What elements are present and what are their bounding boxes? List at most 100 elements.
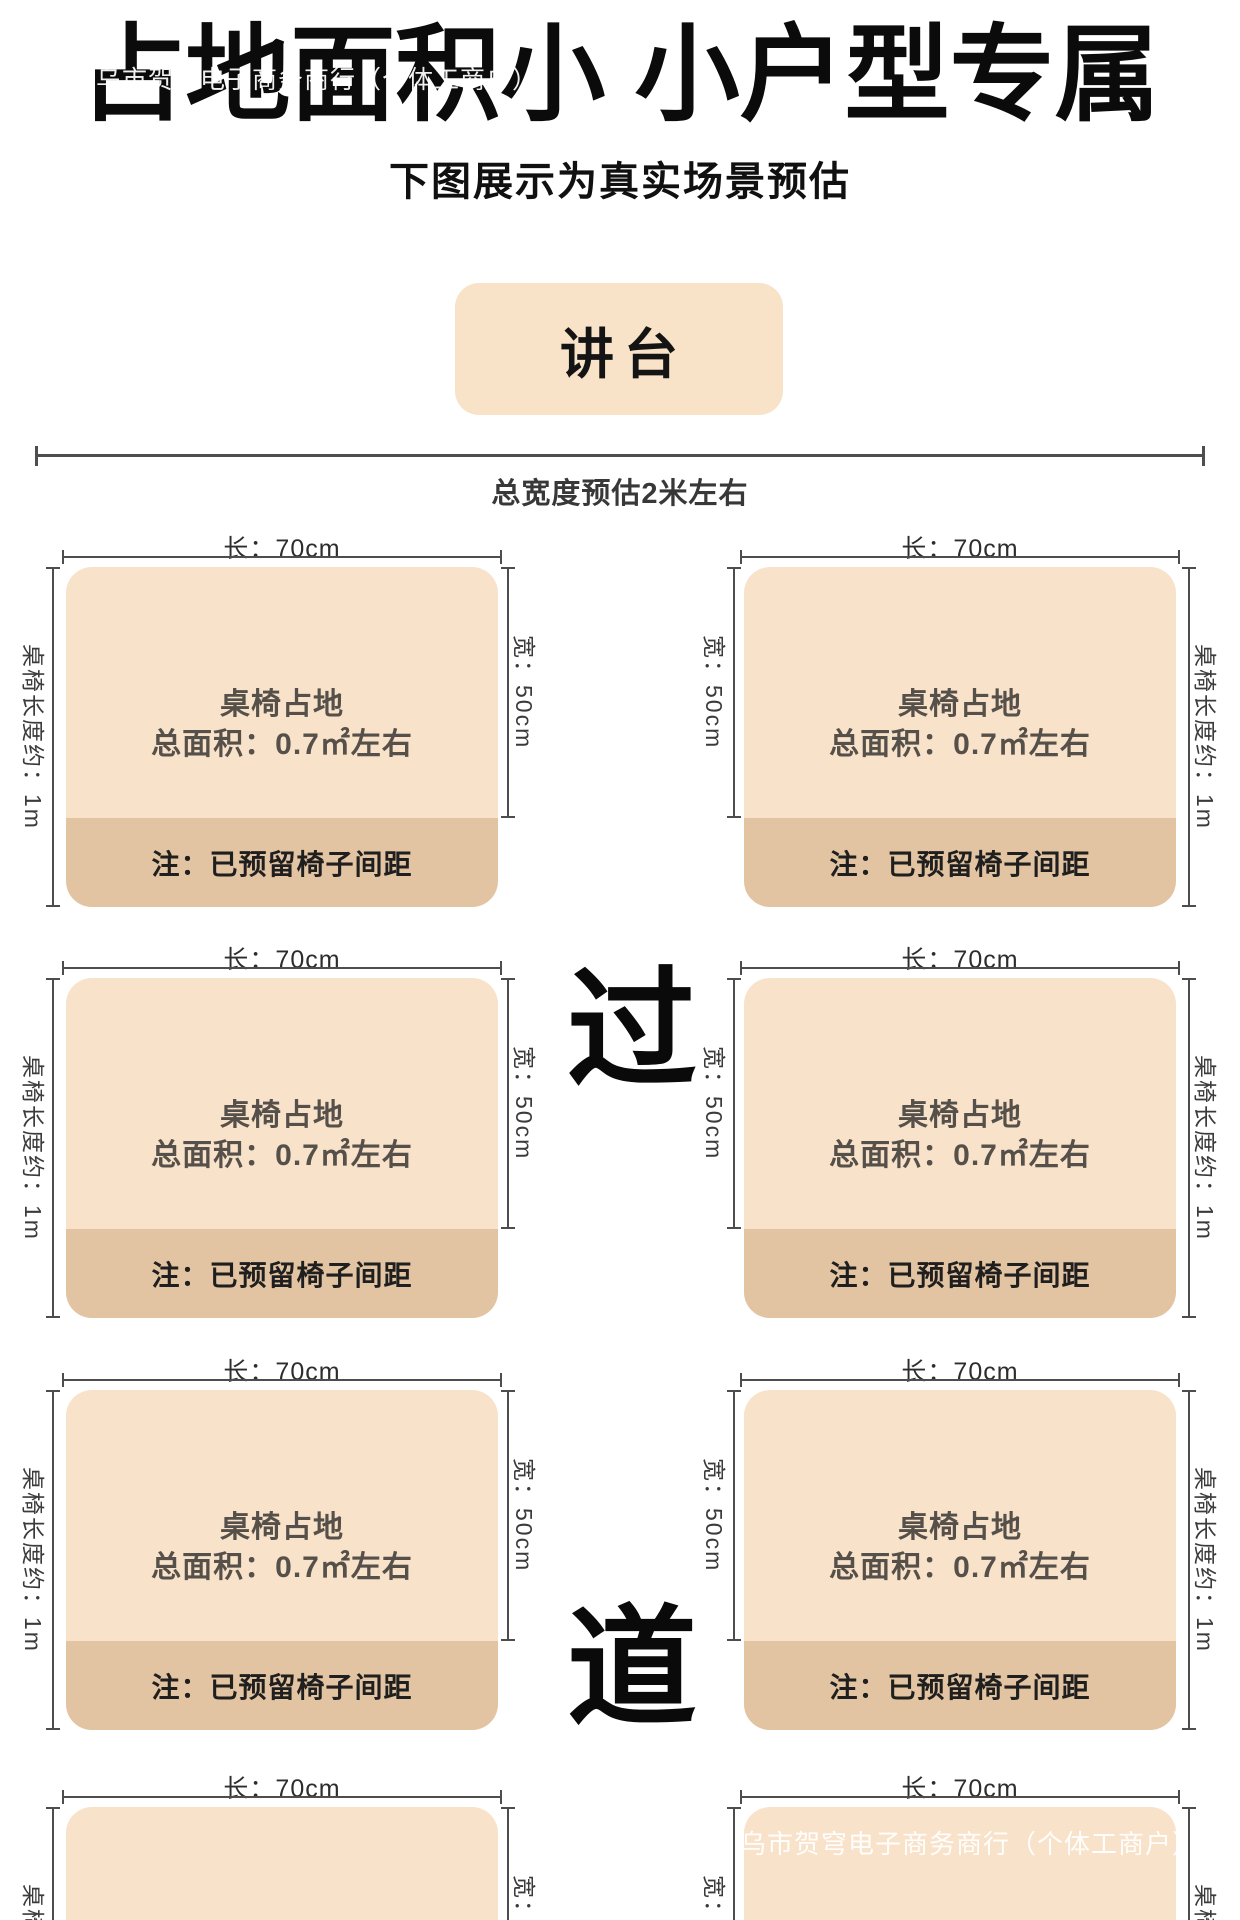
chair-spacing-note: 注：已预留椅子间距 (151, 1671, 413, 1703)
seller-watermark-bottom: 乌市贺穹电子商务商行（个体工商户） (740, 1829, 1200, 1859)
desk-footprint-box: 桌椅占地 总面积：0.7㎡左右 注：已预留椅子间距 (66, 978, 498, 1318)
aisle-character-2: 道 (566, 1595, 697, 1741)
chair-spacing-band: 注：已预留椅子间距 (66, 818, 498, 907)
desk-length-label: 长：70cm (223, 1358, 341, 1386)
desk-chair-length-label: 桌椅长度约：1m (20, 1807, 50, 1920)
desk-chair-length-dimension-line (1182, 1807, 1196, 1920)
desk-length-dimension-line (740, 961, 1180, 975)
desk-chair-length-dimension-line (46, 567, 60, 907)
desk-footprint-box: 桌椅占地 总面积：0.7㎡左右 注：已预留椅子间距 (744, 1807, 1176, 1920)
desk-footprint-box: 桌椅占地 总面积：0.7㎡左右 注：已预留椅子间距 (66, 567, 498, 907)
chair-spacing-band: 注：已预留椅子间距 (744, 1641, 1176, 1730)
desk-area-text: 桌椅占地 总面积：0.7㎡左右 (744, 685, 1176, 765)
desk-area-line1: 桌椅占地 (220, 1511, 344, 1544)
desk-width-label: 宽：50cm (511, 1807, 541, 1920)
desk-length-dimension-line (62, 550, 502, 564)
chair-spacing-band: 注：已预留椅子间距 (744, 818, 1176, 907)
desk-unit: 长：70cm 桌椅长度约：1m 宽：50cm 桌椅占地 总面积：0.7㎡左右 注… (701, 946, 1218, 1318)
desk-chair-length-dimension-line (46, 1390, 60, 1730)
desk-area-line1: 桌椅占地 (220, 1099, 344, 1132)
seller-watermark-top: 义乌市贺穹电子商务商行（个体工商户） (70, 66, 539, 94)
chair-spacing-note: 注：已预留椅子间距 (829, 848, 1091, 880)
desk-unit: 长：70cm 桌椅长度约：1m 宽：50cm 桌椅占地 总面积：0.7㎡左右 注… (701, 535, 1218, 907)
desk-width-dimension-line (501, 978, 515, 1229)
desk-chair-length-dimension-line (46, 1807, 60, 1920)
chair-spacing-band: 注：已预留椅子间距 (744, 1229, 1176, 1318)
desk-width-dimension-line (727, 978, 741, 1229)
desk-length-dimension-line (62, 1790, 502, 1804)
desk-chair-length-dimension-line (1182, 978, 1196, 1318)
desk-chair-length-dimension-line (1182, 1390, 1196, 1730)
desk-area-line1: 桌椅占地 (898, 1099, 1022, 1132)
desk-footprint-box: 桌椅占地 总面积：0.7㎡左右 注：已预留椅子间距 (66, 1807, 498, 1920)
desk-area-text: 桌椅占地 总面积：0.7㎡左右 (744, 1096, 1176, 1176)
desk-area-text: 桌椅占地 总面积：0.7㎡左右 (66, 1508, 498, 1588)
desk-length-label: 长：70cm (223, 1775, 341, 1803)
desk-width-label: 宽：50cm (701, 1046, 727, 1161)
chair-spacing-band: 注：已预留椅子间距 (66, 1641, 498, 1730)
desk-length-dimension-line (740, 1790, 1180, 1804)
desk-area-line2: 总面积：0.7㎡左右 (151, 1139, 413, 1172)
desk-width-dimension-line (727, 1807, 741, 1920)
chair-spacing-note: 注：已预留椅子间距 (151, 848, 413, 880)
chair-spacing-note: 注：已预留椅子间距 (829, 1259, 1091, 1291)
desk-width-label: 宽：50cm (511, 1458, 537, 1573)
desk-chair-length-label: 桌椅长度约：1m (1192, 1807, 1222, 1920)
podium-box: 讲台 (455, 283, 783, 415)
desk-width-dimension-line (501, 1807, 515, 1920)
desk-unit: 长：70cm 桌椅长度约：1m 宽：50cm 桌椅占地 总面积：0.7㎡左右 注… (701, 1775, 1218, 1920)
desk-area-line2: 总面积：0.7㎡左右 (151, 728, 413, 761)
desk-footprint-box: 桌椅占地 总面积：0.7㎡左右 注：已预留椅子间距 (66, 1390, 498, 1730)
desk-unit: 长：70cm 桌椅长度约：1m 宽：50cm 桌椅占地 总面积：0.7㎡左右 注… (20, 946, 537, 1318)
desk-length-dimension-line (740, 1373, 1180, 1387)
desk-width-label: 宽：50cm (701, 635, 727, 750)
aisle-character-1: 过 (566, 957, 697, 1103)
desk-area-line2: 总面积：0.7㎡左右 (151, 1551, 413, 1584)
desk-area-line2: 总面积：0.7㎡左右 (829, 1551, 1091, 1584)
desk-length-dimension-line (62, 1373, 502, 1387)
total-width-label: 总宽度预估2米左右 (491, 478, 749, 510)
desk-chair-length-label: 桌椅长度约：1m (20, 1055, 46, 1241)
desk-length-dimension-line (62, 961, 502, 975)
chair-spacing-note: 注：已预留椅子间距 (151, 1259, 413, 1291)
desk-area-line1: 桌椅占地 (220, 688, 344, 721)
desk-unit: 长：70cm 桌椅长度约：1m 宽：50cm 桌椅占地 总面积：0.7㎡左右 注… (20, 535, 537, 907)
desk-width-label: 宽：50cm (701, 1807, 731, 1920)
desk-area-line1: 桌椅占地 (898, 1511, 1022, 1544)
desk-footprint-box: 桌椅占地 总面积：0.7㎡左右 注：已预留椅子间距 (744, 978, 1176, 1318)
desk-area-line2: 总面积：0.7㎡左右 (829, 728, 1091, 761)
desk-chair-length-label: 桌椅长度约：1m (1192, 1055, 1218, 1241)
desk-width-dimension-line (727, 1390, 741, 1641)
desk-length-label: 长：70cm (223, 946, 341, 974)
desk-chair-length-label: 桌椅长度约：1m (20, 1467, 46, 1653)
chair-spacing-band: 注：已预留椅子间距 (66, 1229, 498, 1318)
desk-length-label: 长：70cm (901, 1358, 1019, 1386)
desk-length-label: 长：70cm (901, 535, 1019, 563)
desk-width-label: 宽：50cm (511, 1046, 537, 1161)
desk-area-line1: 桌椅占地 (898, 688, 1022, 721)
desk-area-text: 桌椅占地 总面积：0.7㎡左右 (744, 1508, 1176, 1588)
desk-chair-length-dimension-line (1182, 567, 1196, 907)
desk-chair-length-label: 桌椅长度约：1m (1192, 1467, 1218, 1653)
desk-width-label: 宽：50cm (511, 635, 537, 750)
desk-footprint-box: 桌椅占地 总面积：0.7㎡左右 注：已预留椅子间距 (744, 1390, 1176, 1730)
desk-width-dimension-line (501, 567, 515, 818)
desk-footprint-box: 桌椅占地 总面积：0.7㎡左右 注：已预留椅子间距 (744, 567, 1176, 907)
total-width-dimension-line (35, 446, 1205, 466)
desk-chair-length-dimension-line (46, 978, 60, 1318)
desk-width-dimension-line (501, 1390, 515, 1641)
desk-area-line2: 总面积：0.7㎡左右 (829, 1139, 1091, 1172)
desk-length-label: 长：70cm (901, 1775, 1019, 1803)
desk-area-text: 桌椅占地 总面积：0.7㎡左右 (66, 685, 498, 765)
desk-length-label: 长：70cm (223, 535, 341, 563)
desk-unit: 长：70cm 桌椅长度约：1m 宽：50cm 桌椅占地 总面积：0.7㎡左右 注… (701, 1358, 1218, 1730)
podium-label: 讲台 (560, 324, 688, 385)
desk-unit: 长：70cm 桌椅长度约：1m 宽：50cm 桌椅占地 总面积：0.7㎡左右 注… (20, 1358, 537, 1730)
page-subtitle: 下图展示为真实场景预估 (389, 160, 851, 204)
desk-length-label: 长：70cm (901, 946, 1019, 974)
page-title: 占地面积小 小户型专属 (80, 17, 1160, 134)
desk-width-dimension-line (727, 567, 741, 818)
desk-length-dimension-line (740, 550, 1180, 564)
chair-spacing-note: 注：已预留椅子间距 (829, 1671, 1091, 1703)
